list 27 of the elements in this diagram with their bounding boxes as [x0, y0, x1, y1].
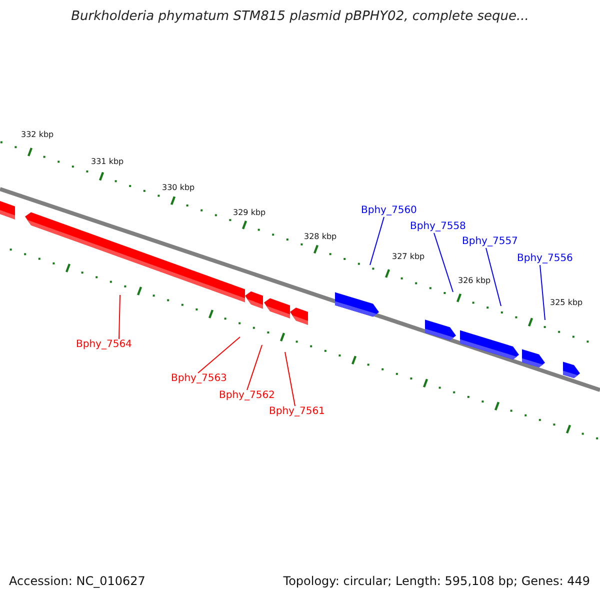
scale-label: 330 kbp — [162, 183, 195, 193]
leader-line — [284, 352, 296, 406]
leader-line — [486, 248, 502, 306]
gene-label: Bphy_7563 — [171, 373, 227, 385]
scale-label: 332 kbp — [21, 130, 54, 140]
gene-label: Bphy_7562 — [219, 390, 275, 402]
scale-label: 329 kbp — [233, 208, 266, 218]
footer-text: Topology: circular; Length: 595,108 bp; Genes: 449 — [283, 574, 590, 588]
gene-label: Bphy_7564 — [76, 339, 132, 351]
footer-text: Accession: NC_010627 — [9, 574, 146, 588]
leader-line — [246, 344, 262, 390]
leader-line — [118, 294, 120, 340]
gene-label: Bphy_7558 — [410, 221, 466, 233]
scale-label: 327 kbp — [392, 252, 425, 262]
title: Burkholderia phymatum STM815 plasmid pBPHY02, complete seque... — [70, 9, 530, 25]
scale-label: 328 kbp — [304, 232, 337, 242]
scale-label: 331 kbp — [91, 157, 124, 167]
gene-label: Bphy_7556 — [517, 253, 573, 265]
gene-label: Bphy_7560 — [361, 205, 417, 217]
leader-line — [540, 264, 546, 320]
scale-label: 325 kbp — [550, 298, 583, 308]
leader-line — [370, 216, 384, 266]
gene-label: Bphy_7557 — [462, 236, 518, 248]
gene-label: Bphy_7561 — [269, 406, 325, 418]
leader-line — [434, 232, 454, 292]
scale-label: 326 kbp — [458, 276, 491, 286]
leader-line — [198, 336, 240, 374]
